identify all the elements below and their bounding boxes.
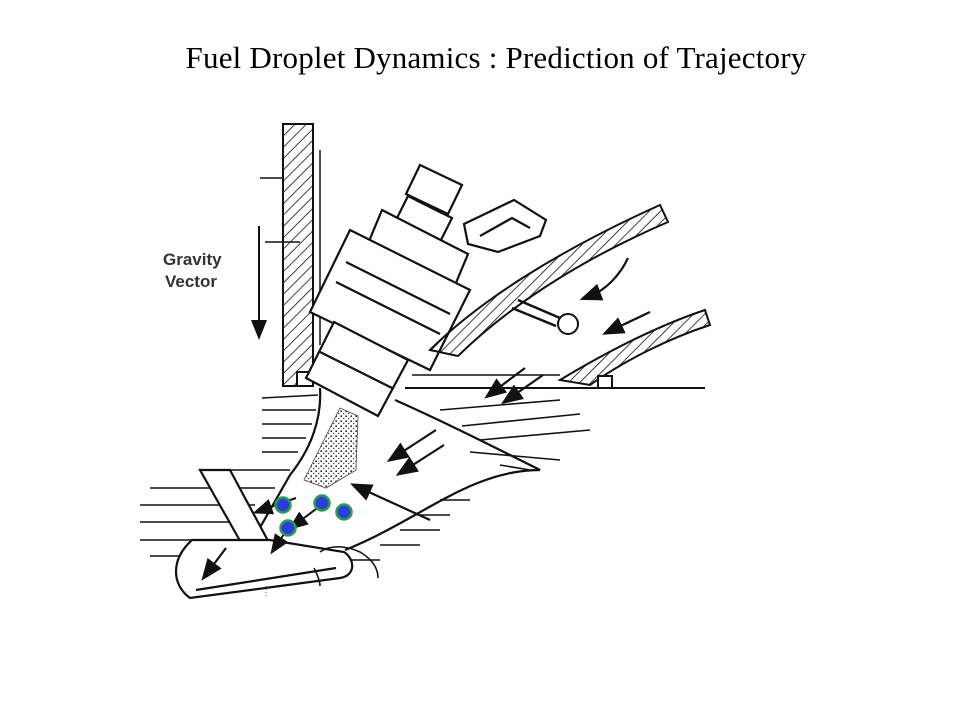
intake-manifold-lower [405,308,712,389]
intake-manifold-upper [427,203,670,358]
fuel-droplets [274,494,353,537]
valve-seat [313,545,379,587]
gravity-label-line2: Vector [165,272,217,291]
airflow-arrow-icon [349,483,431,522]
fuel-injector [304,163,548,418]
airflow-arrows [201,257,651,581]
cylinder-head-wall [260,123,321,387]
fuel-droplet [279,519,297,537]
throttle-valve [511,298,579,335]
fuel-droplet [313,494,331,512]
airflow-arrow-icon [395,444,445,476]
airflow-arrow-icon [500,374,544,405]
airflow-curved-arrow-icon [579,257,629,301]
gravity-vector-label: Gravity Vector [163,250,222,291]
fuel-spray-cone [303,407,359,489]
slide-title: Fuel Droplet Dynamics : Prediction of Tr… [185,40,807,75]
airflow-arrow-icon [602,311,651,335]
airflow-arrow-icon [201,547,227,581]
intake-valve [175,468,354,600]
airflow-arrow-icon [484,367,526,399]
fuel-droplet [335,503,353,521]
gravity-label-line1: Gravity [163,250,222,269]
fuel-droplet [274,496,292,514]
airflow-arrow-icon [386,429,437,462]
